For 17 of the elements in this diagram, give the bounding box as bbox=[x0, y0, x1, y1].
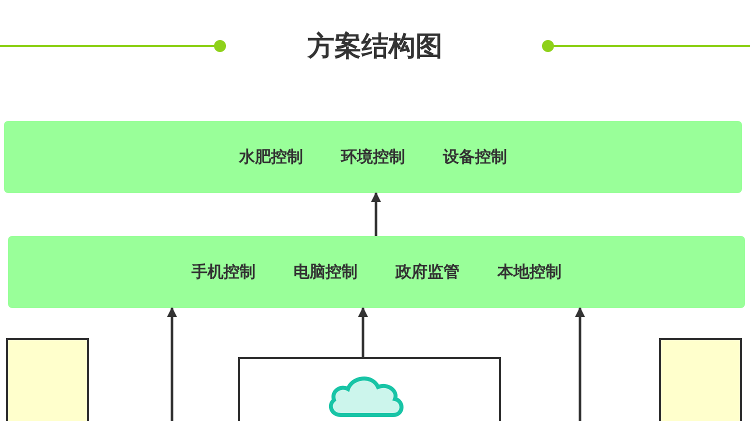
control-label: 水肥控制 bbox=[239, 146, 303, 168]
control-label: 电脑控制 bbox=[294, 262, 358, 282]
title: 方案结构图 bbox=[308, 31, 442, 62]
control-band bbox=[8, 236, 745, 308]
arrow bbox=[371, 192, 381, 236]
arrow bbox=[575, 307, 585, 421]
device-box bbox=[6, 338, 89, 421]
server-box bbox=[238, 357, 501, 421]
control-label: 设备控制 bbox=[443, 146, 507, 168]
control-label: 环境控制 bbox=[341, 146, 405, 168]
control-band bbox=[4, 121, 742, 193]
device-box bbox=[659, 338, 742, 421]
control-label: 政府监管 bbox=[396, 262, 460, 282]
arrow bbox=[358, 307, 368, 357]
arrow bbox=[167, 307, 177, 421]
control-label: 手机控制 bbox=[192, 262, 256, 282]
control-label: 本地控制 bbox=[498, 262, 562, 282]
